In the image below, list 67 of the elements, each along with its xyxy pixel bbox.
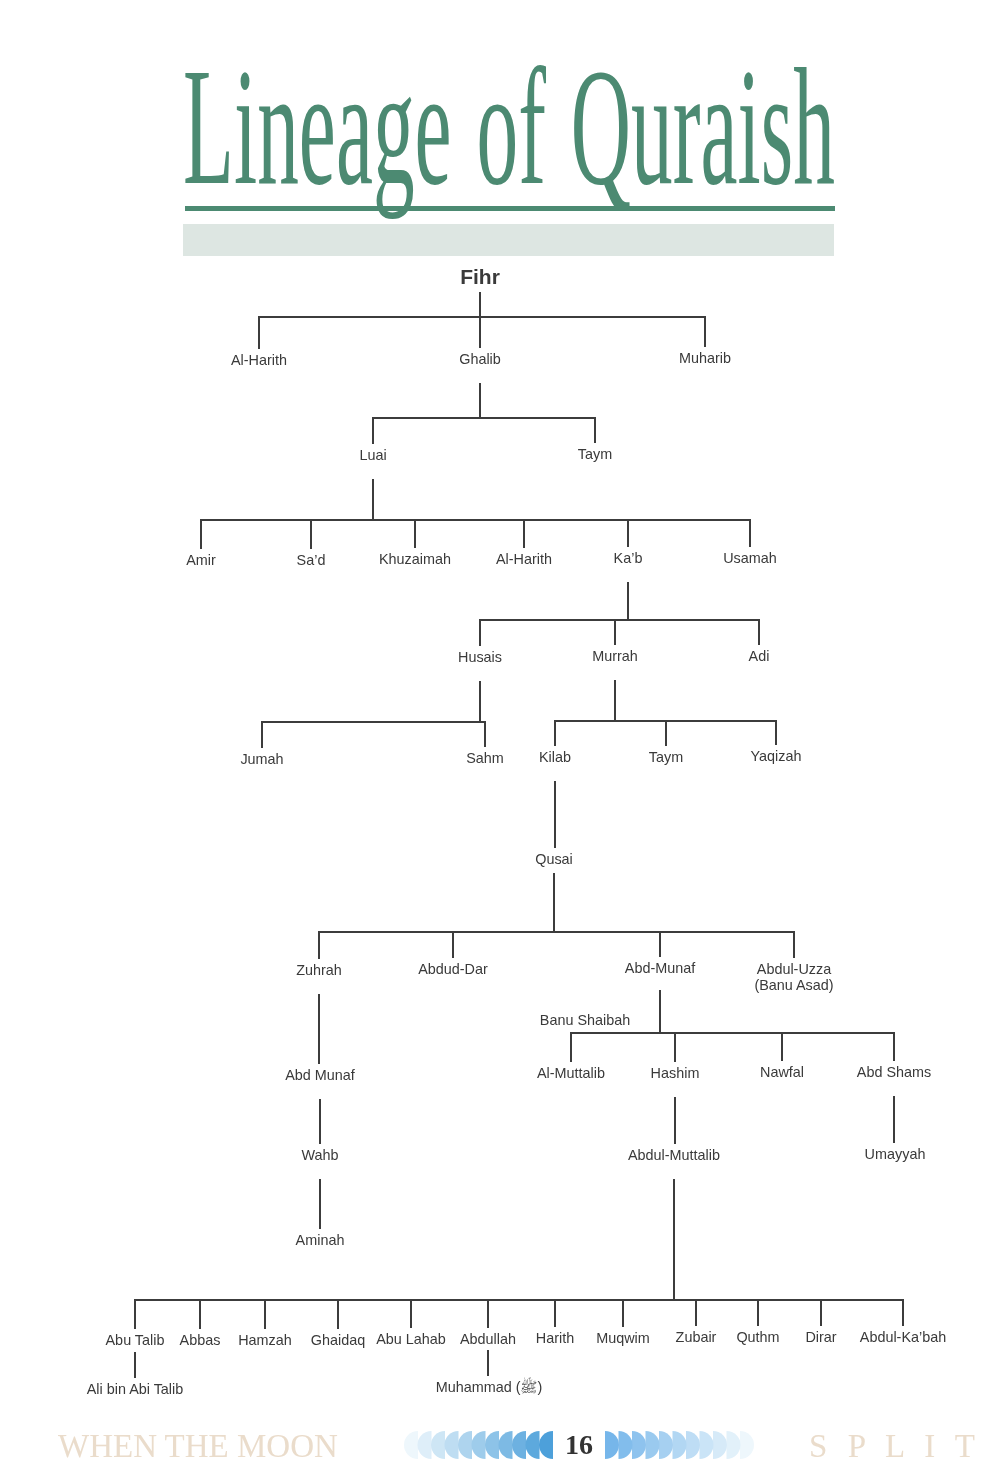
tree-line <box>479 680 486 748</box>
person-name: Abd Munaf <box>285 1067 355 1083</box>
person-name: Muharib <box>679 350 731 366</box>
person-name: Abdul-Ka’bah <box>859 1329 947 1345</box>
person-name: Adi <box>748 648 770 664</box>
person-name: Amir <box>186 552 216 568</box>
person-name: Taym <box>648 749 684 765</box>
person-name: Abdullah <box>460 1331 516 1347</box>
person-name: Muhammad (ﷺ) <box>435 1379 543 1395</box>
person-name: Ghalib <box>459 351 501 367</box>
person-name: Fihr <box>460 266 500 288</box>
tree-line <box>479 291 706 348</box>
person-name: Abdul-Muttalib <box>628 1147 720 1163</box>
tree-line <box>487 1349 489 1377</box>
person-name: Murrah <box>592 648 638 664</box>
tree-line <box>553 872 795 959</box>
tree-line <box>554 780 556 849</box>
tree-line <box>134 1351 136 1379</box>
person-name: Al-Harith <box>231 352 287 368</box>
person-name: Hamzah <box>238 1332 292 1348</box>
person-name: Taym <box>577 446 613 462</box>
person-name: Abu Lahab <box>376 1331 446 1347</box>
tree-line <box>319 1178 321 1230</box>
person-name: Husais <box>458 649 502 665</box>
page-title: Lineage of Quraish <box>183 62 835 256</box>
tree-line <box>372 478 751 548</box>
person-name: Sahm <box>466 750 504 766</box>
person-name: Al-Harith <box>496 551 552 567</box>
tree-line <box>659 989 895 1062</box>
person-name: Zubair <box>675 1329 717 1345</box>
person-name: Yaqizah <box>750 748 802 764</box>
person-name: Dirar <box>805 1329 837 1345</box>
tree-line <box>673 1178 904 1327</box>
person-name: Abdul-Uzza (Banu Asad) <box>748 961 840 993</box>
person-name: Abu Talib <box>105 1332 165 1348</box>
person-name: Ali bin Abi Talib <box>86 1381 184 1397</box>
person-name: Wahb <box>301 1147 339 1163</box>
person-name: Harith <box>535 1330 575 1346</box>
person-name: Luai <box>359 447 387 463</box>
person-name: Qusai <box>535 851 573 867</box>
person-name: Ghaidaq <box>310 1332 366 1348</box>
tree-line <box>674 1096 676 1145</box>
person-name: Hashim <box>650 1065 700 1081</box>
person-name: Ka’b <box>613 550 643 566</box>
person-name: Abd Shams <box>856 1064 932 1080</box>
tree-line <box>318 993 320 1065</box>
person-name: Nawfal <box>760 1064 804 1080</box>
person-name: Muqwim <box>596 1330 650 1346</box>
tree-line <box>614 679 777 746</box>
person-name: Umayyah <box>864 1146 926 1162</box>
person-name: Abbas <box>179 1332 221 1348</box>
branch-label: Banu Shaibah <box>539 1012 631 1028</box>
person-name: Abd-Munaf <box>624 960 696 976</box>
person-name: Kilab <box>539 749 571 765</box>
person-name: Zuhrah <box>296 962 342 978</box>
page-number: 16 <box>565 1431 593 1459</box>
person-name: Usamah <box>723 550 777 566</box>
person-name: Al-Muttalib <box>537 1065 605 1081</box>
person-name: Sa’d <box>296 552 326 568</box>
tree-line <box>319 1098 321 1145</box>
tree-line <box>893 1095 895 1144</box>
person-name: Jumah <box>240 751 284 767</box>
person-name: Khuzaimah <box>379 551 451 567</box>
person-name: Quthm <box>736 1329 780 1345</box>
tree-line <box>479 382 596 444</box>
person-name: Aminah <box>295 1232 345 1248</box>
person-name: Abdud-Dar <box>418 961 488 977</box>
